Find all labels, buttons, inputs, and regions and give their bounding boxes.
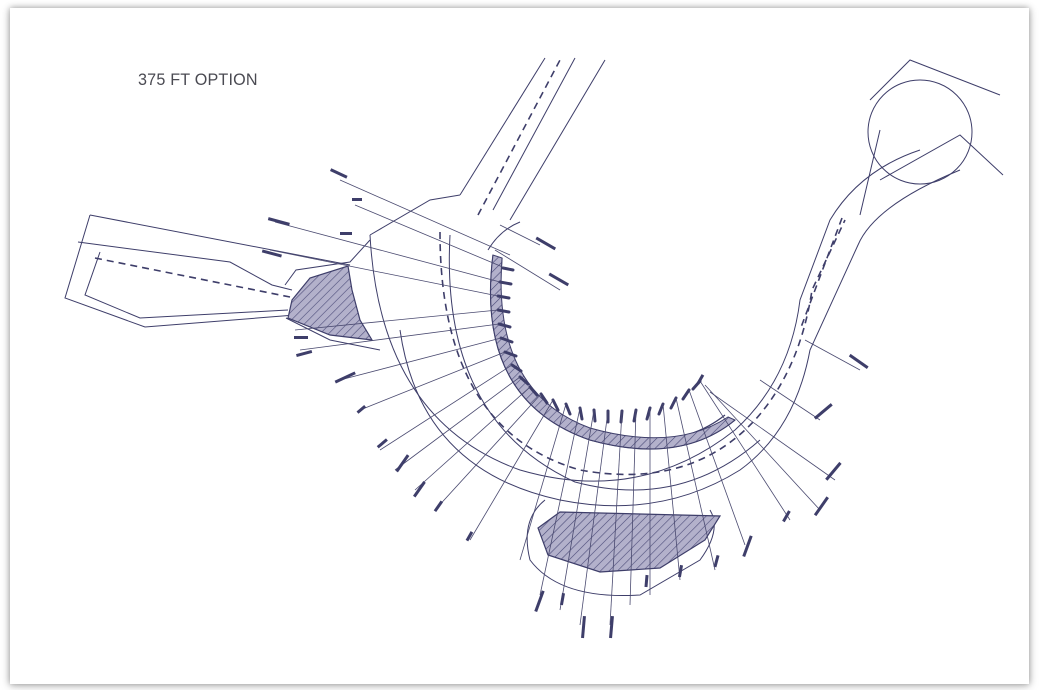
- hatched-area-left: [284, 239, 381, 351]
- hatched-arc-band: [490, 254, 736, 450]
- leader-lines: [269, 179, 861, 626]
- east-road-cul-de-sac: [799, 59, 1004, 331]
- north-road: [369, 57, 606, 236]
- drawing-sheet: [10, 8, 1029, 684]
- label-marks: [261, 168, 869, 639]
- drawing-title: 375 FT OPTION: [138, 70, 258, 89]
- hatched-area-south: [526, 499, 722, 597]
- left-lot: [64, 214, 351, 328]
- horseshoe-roadway: [369, 149, 961, 507]
